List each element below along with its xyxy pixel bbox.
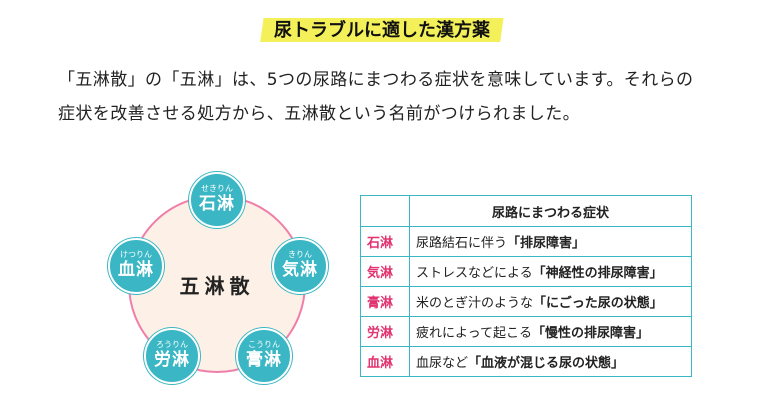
table-header-blank xyxy=(360,195,410,227)
table-row: 気淋 ストレスなどによる「神経性の排尿障害」 xyxy=(360,256,692,287)
intro-paragraph: 「五淋散」の「五淋」は、5つの尿路にまつわる症状を意味しています。それらの 症状… xyxy=(58,63,748,131)
symptom-desc-text: 血尿など xyxy=(416,356,469,371)
node-label: 労淋 xyxy=(154,350,190,370)
symptom-desc-emphasis: 「神経性の排尿障害」 xyxy=(532,266,663,281)
symptom-kind: 気淋 xyxy=(360,256,410,287)
symptom-desc: 米のとぎ汁のような「にごった尿の状態」 xyxy=(409,286,692,317)
table-row: 労淋 疲れによって起こる「慢性の排尿障害」 xyxy=(360,316,692,347)
node-ruby: きりん xyxy=(288,250,312,259)
symptom-table-grid: 尿路にまつわる症状 石淋 尿路結石に伴う「排尿障害」 気淋 ストレスなどによる「… xyxy=(360,195,692,377)
heading-highlight: 尿トラブルに適した漢方薬 xyxy=(259,12,504,46)
table-row: 石淋 尿路結石に伴う「排尿障害」 xyxy=(360,226,692,257)
symptom-desc-emphasis: 「排尿障害」 xyxy=(507,236,586,251)
symptom-desc-emphasis: 「血液が混じる尿の状態」 xyxy=(468,356,625,371)
node-label: 石淋 xyxy=(199,194,235,214)
intro-line-1: 「五淋散」の「五淋」は、5つの尿路にまつわる症状を意味しています。それらの xyxy=(58,70,694,90)
symptom-desc: 疲れによって起こる「慢性の排尿障害」 xyxy=(409,316,692,347)
node-ruby: せきりん xyxy=(201,184,233,193)
symptom-kind: 石淋 xyxy=(360,226,410,257)
node-ruby: ろうりん xyxy=(156,340,188,349)
table-header-row: 尿路にまつわる症状 xyxy=(360,195,692,227)
node-kourin: こうりん 膏淋 xyxy=(236,328,292,384)
node-ketsurin: けつりん 血淋 xyxy=(108,238,164,294)
symptom-desc: 尿路結石に伴う「排尿障害」 xyxy=(409,226,692,257)
symptom-kind: 膏淋 xyxy=(360,286,410,317)
symptom-desc: 血尿など「血液が混じる尿の状態」 xyxy=(409,346,692,377)
symptom-desc-text: ストレスなどによる xyxy=(416,266,533,281)
node-sekirin: せきりん 石淋 xyxy=(189,172,245,228)
node-ruby: けつりん xyxy=(120,250,152,259)
gorinsan-diagram: 五淋散 せきりん 石淋 きりん 気淋 こうりん 膏淋 ろうりん 労淋 けつりん … xyxy=(108,172,330,398)
node-label: 膏淋 xyxy=(246,350,282,370)
symptom-desc: ストレスなどによる「神経性の排尿障害」 xyxy=(409,256,692,287)
node-ruby: こうりん xyxy=(248,340,280,349)
symptom-desc-text: 尿路結石に伴う xyxy=(416,236,508,251)
intro-line-2: 症状を改善させる処方から、五淋散という名前がつけられました。 xyxy=(58,104,580,124)
symptom-desc-emphasis: 「慢性の排尿障害」 xyxy=(531,326,649,341)
heading-text: 尿トラブルに適した漢方薬 xyxy=(273,20,490,41)
table-row: 血淋 血尿など「血液が混じる尿の状態」 xyxy=(360,346,692,377)
table-row: 膏淋 米のとぎ汁のような「にごった尿の状態」 xyxy=(360,286,692,317)
symptom-kind: 血淋 xyxy=(360,346,410,377)
symptom-desc-emphasis: 「にごった尿の状態」 xyxy=(533,296,663,311)
symptom-desc-text: 疲れによって起こる xyxy=(416,326,532,341)
node-label: 血淋 xyxy=(118,260,154,280)
symptom-desc-text: 米のとぎ汁のような xyxy=(416,296,534,311)
symptom-kind: 労淋 xyxy=(360,316,410,347)
diagram-center-label: 五淋散 xyxy=(179,273,255,298)
node-label: 気淋 xyxy=(282,260,318,280)
symptom-table: 尿路にまつわる症状 石淋 尿路結石に伴う「排尿障害」 気淋 ストレスなどによる「… xyxy=(360,195,692,377)
node-rourin: ろうりん 労淋 xyxy=(144,328,200,384)
section-heading: 尿トラブルに適した漢方薬 xyxy=(0,12,763,46)
node-kirin: きりん 気淋 xyxy=(272,238,328,294)
table-header-title: 尿路にまつわる症状 xyxy=(409,195,692,227)
